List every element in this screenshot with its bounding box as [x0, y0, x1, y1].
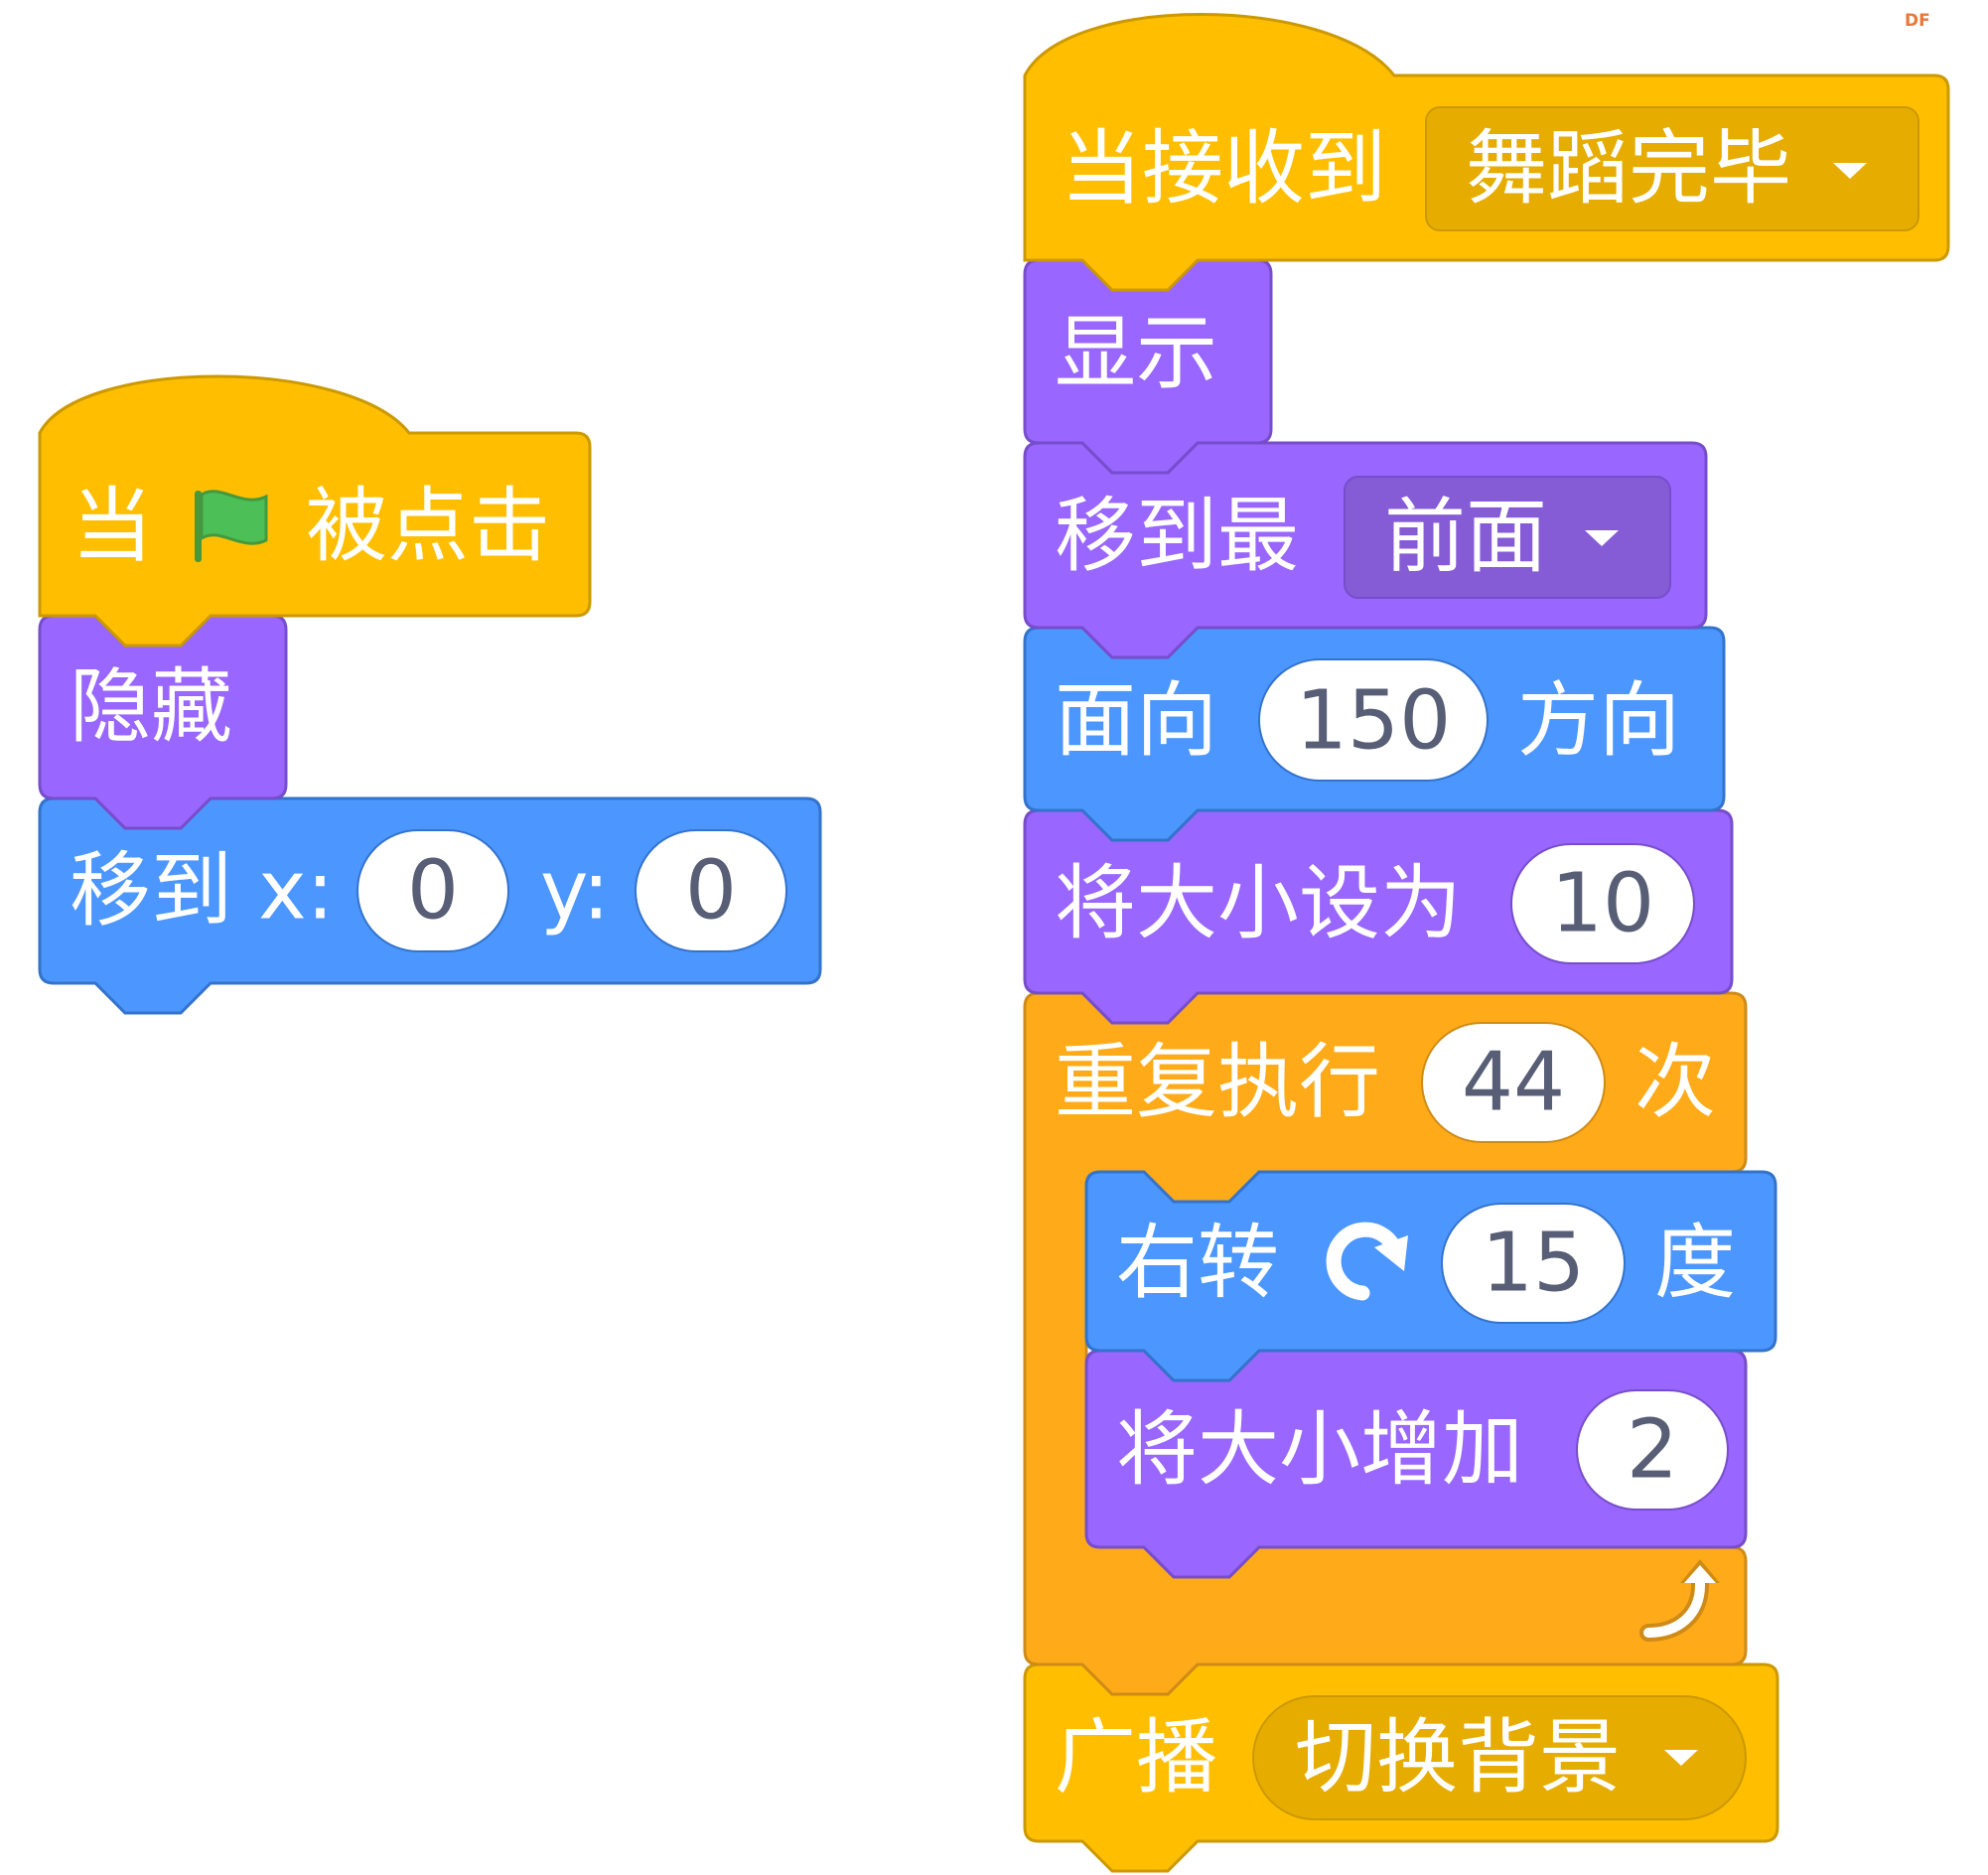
- repeat-suffix: 次: [1634, 1036, 1716, 1130]
- set-size-block[interactable]: 将大小设为 10: [1023, 808, 1734, 1025]
- hat-suffix: 被点击: [306, 480, 550, 574]
- turn-right-label: 右转: [1116, 1217, 1279, 1311]
- goto-label: 移到 x:: [70, 844, 334, 938]
- set-size-value: 10: [1551, 857, 1654, 951]
- go-to-layer-block[interactable]: 移到最 前面: [1023, 441, 1708, 659]
- repeat-times-input[interactable]: [1421, 1022, 1606, 1143]
- point-direction-block[interactable]: 面向 150 方向: [1023, 626, 1726, 842]
- turn-degrees-value: 15: [1482, 1217, 1585, 1311]
- chevron-down-icon: [1585, 530, 1619, 546]
- broadcast-message-dropdown[interactable]: [1252, 1695, 1747, 1820]
- receive-message-dropdown[interactable]: [1425, 106, 1919, 231]
- goto-x-input[interactable]: [356, 829, 509, 952]
- hide-label: 隐藏: [70, 660, 232, 755]
- rotate-clockwise-icon: [1326, 1222, 1408, 1301]
- set-size-input[interactable]: [1510, 843, 1695, 964]
- loop-arrow-icon: [1639, 1559, 1720, 1642]
- set-size-label: 将大小设为: [1055, 857, 1462, 951]
- goto-y-label: y:: [540, 844, 610, 938]
- receive-label: 当接收到: [1061, 122, 1386, 216]
- broadcast-message: 切换背景: [1295, 1711, 1621, 1805]
- goto-x-value: 0: [407, 844, 459, 938]
- chevron-down-icon: [1833, 163, 1867, 179]
- receive-message: 舞蹈完毕: [1466, 122, 1791, 216]
- goto-xy-block[interactable]: 移到 x: 0 y: 0: [38, 796, 822, 1015]
- hat-prefix: 当: [71, 480, 153, 574]
- direction-input[interactable]: [1258, 658, 1489, 782]
- show-label: 显示: [1055, 307, 1217, 401]
- hide-block[interactable]: 隐藏: [38, 614, 288, 830]
- watermark: DF: [1905, 11, 1930, 31]
- direction-suffix: 方向: [1517, 674, 1680, 769]
- show-block[interactable]: 显示: [1023, 258, 1273, 475]
- when-receive-hat[interactable]: 当接收到 舞蹈完毕: [1023, 13, 1950, 292]
- turn-right-block[interactable]: 右转 15 度: [1084, 1170, 1777, 1382]
- change-size-input[interactable]: [1576, 1389, 1729, 1511]
- left-script: 移到 x: 0 y: 0 隐藏 当 被点击: [38, 374, 822, 1015]
- goto-y-input[interactable]: [635, 829, 787, 952]
- chevron-down-icon: [1664, 1750, 1698, 1766]
- broadcast-block[interactable]: 广播 切换背景: [1023, 1662, 1779, 1873]
- direction-value: 150: [1296, 674, 1452, 769]
- change-size-value: 2: [1627, 1403, 1678, 1498]
- layer-label: 移到最: [1055, 490, 1299, 584]
- right-script: 广播 切换背景 重复执行 44 次 将大小增加 2: [1023, 13, 1950, 1873]
- turn-degrees-input[interactable]: [1441, 1203, 1626, 1324]
- repeat-times-value: 44: [1462, 1036, 1565, 1130]
- change-size-block[interactable]: 将大小增加 2: [1084, 1349, 1748, 1579]
- broadcast-label: 广播: [1055, 1711, 1217, 1805]
- green-flag-icon: [195, 490, 268, 562]
- direction-label: 面向: [1055, 674, 1217, 769]
- turn-suffix: 度: [1654, 1217, 1736, 1311]
- when-flag-clicked-hat[interactable]: 当 被点击: [38, 374, 592, 648]
- change-size-label: 将大小增加: [1116, 1403, 1523, 1498]
- repeat-block[interactable]: 重复执行 44 次: [1023, 991, 1748, 1696]
- repeat-label: 重复执行: [1055, 1036, 1380, 1130]
- goto-y-value: 0: [685, 844, 737, 938]
- layer-dropdown[interactable]: [1344, 476, 1671, 599]
- layer-option: 前面: [1384, 491, 1547, 585]
